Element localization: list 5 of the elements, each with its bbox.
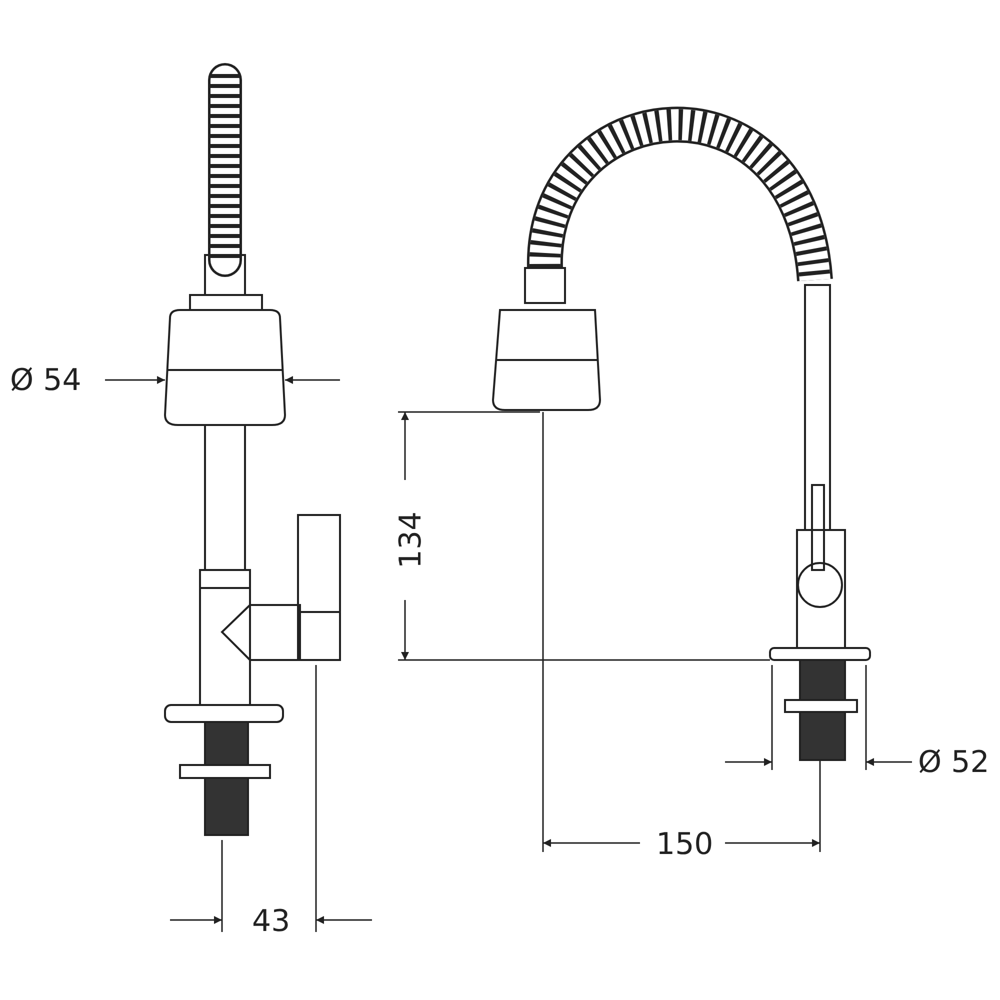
dimension-value: Ø 54 [10, 366, 82, 396]
dimension-value: 134 [396, 511, 427, 569]
dimension-value: Ø 52 [918, 748, 990, 778]
dimension-value: 150 [656, 830, 714, 860]
dimension-value: 43 [252, 907, 290, 937]
